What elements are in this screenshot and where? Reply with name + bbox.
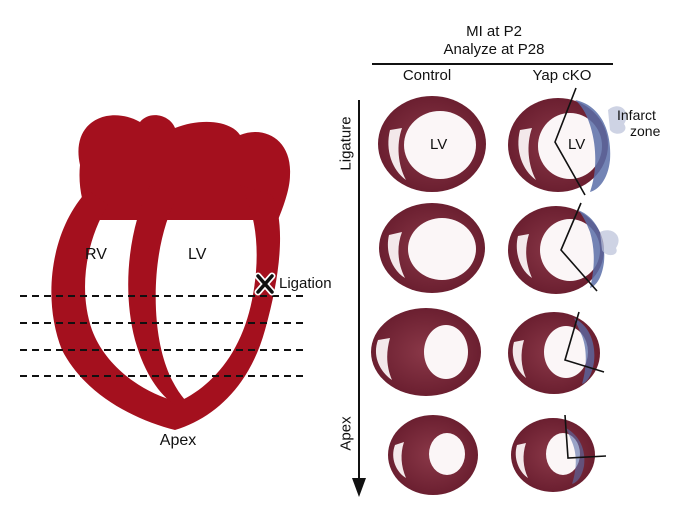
infarct-lines-1 (554, 87, 586, 196)
heart-schematic (51, 115, 291, 430)
axis-label-ligature: Ligature (337, 116, 355, 171)
control-sections (371, 96, 486, 495)
control-section-2 (379, 203, 485, 293)
heart-label-ligation: Ligation (279, 275, 332, 292)
control-section-3 (371, 308, 481, 396)
yap-sections (508, 98, 627, 492)
control-section-1 (378, 96, 486, 192)
section-label-lv-yap: LV (568, 136, 586, 153)
heart-label-apex: Apex (159, 432, 197, 449)
ligature-apex-arrow (352, 100, 366, 497)
yap-section-1 (508, 98, 627, 192)
header-line-2: Analyze at P28 (443, 41, 545, 58)
section-lines (20, 295, 308, 377)
yap-section-2 (508, 206, 619, 294)
heart-outer-wall (51, 185, 281, 430)
column-label-control: Control (402, 67, 452, 84)
axis-label-apex: Apex (337, 416, 355, 451)
column-label-yap: Yap cKO (532, 67, 592, 84)
yap-section-3 (508, 312, 600, 394)
infarct-lines-3 (564, 311, 605, 373)
yap-section-4 (511, 418, 595, 492)
infarct-lines-4 (564, 414, 607, 459)
heart-label-rv: RV (85, 246, 107, 263)
infarct-lines-2 (560, 202, 598, 292)
infarct-label-line-2: zone (630, 123, 661, 139)
heart-label-lv: LV (188, 246, 207, 263)
control-section-4 (388, 415, 478, 495)
infarct-angle-lines (554, 87, 607, 459)
ligation-x-icon (254, 272, 276, 296)
heart-atria (78, 115, 291, 220)
section-label-lv-control: LV (430, 136, 448, 153)
header-line-1: MI at P2 (466, 23, 522, 40)
infarct-label-line-1: Infarct (617, 107, 656, 123)
